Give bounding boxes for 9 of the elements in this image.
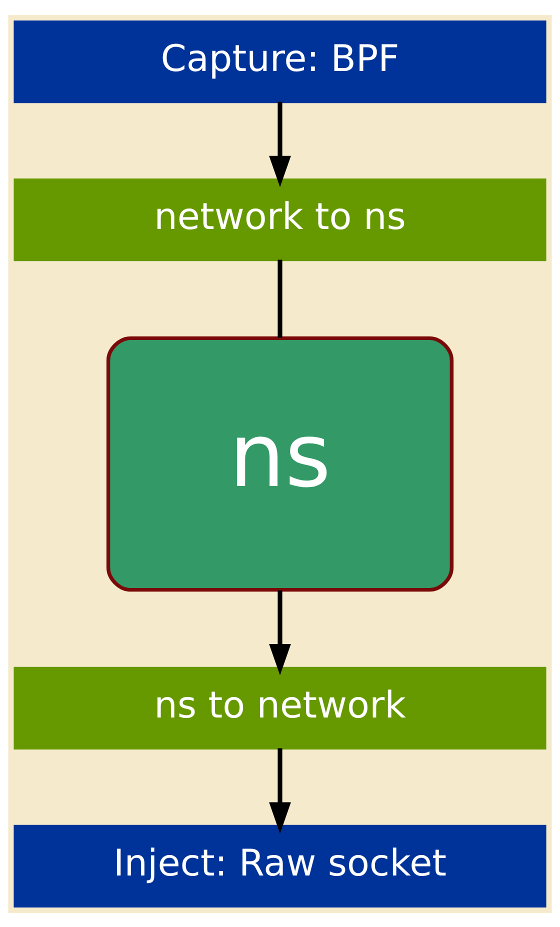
node-box: ns [106, 336, 454, 592]
node-box: Capture: BPF [14, 20, 546, 103]
node-box: ns to network [14, 666, 546, 750]
arrow [269, 590, 291, 675]
arrow [269, 101, 291, 187]
node-box: network to ns [14, 178, 546, 261]
arrow [269, 748, 291, 834]
connector [278, 259, 282, 338]
node-box: Inject: Raw socket [14, 824, 546, 907]
